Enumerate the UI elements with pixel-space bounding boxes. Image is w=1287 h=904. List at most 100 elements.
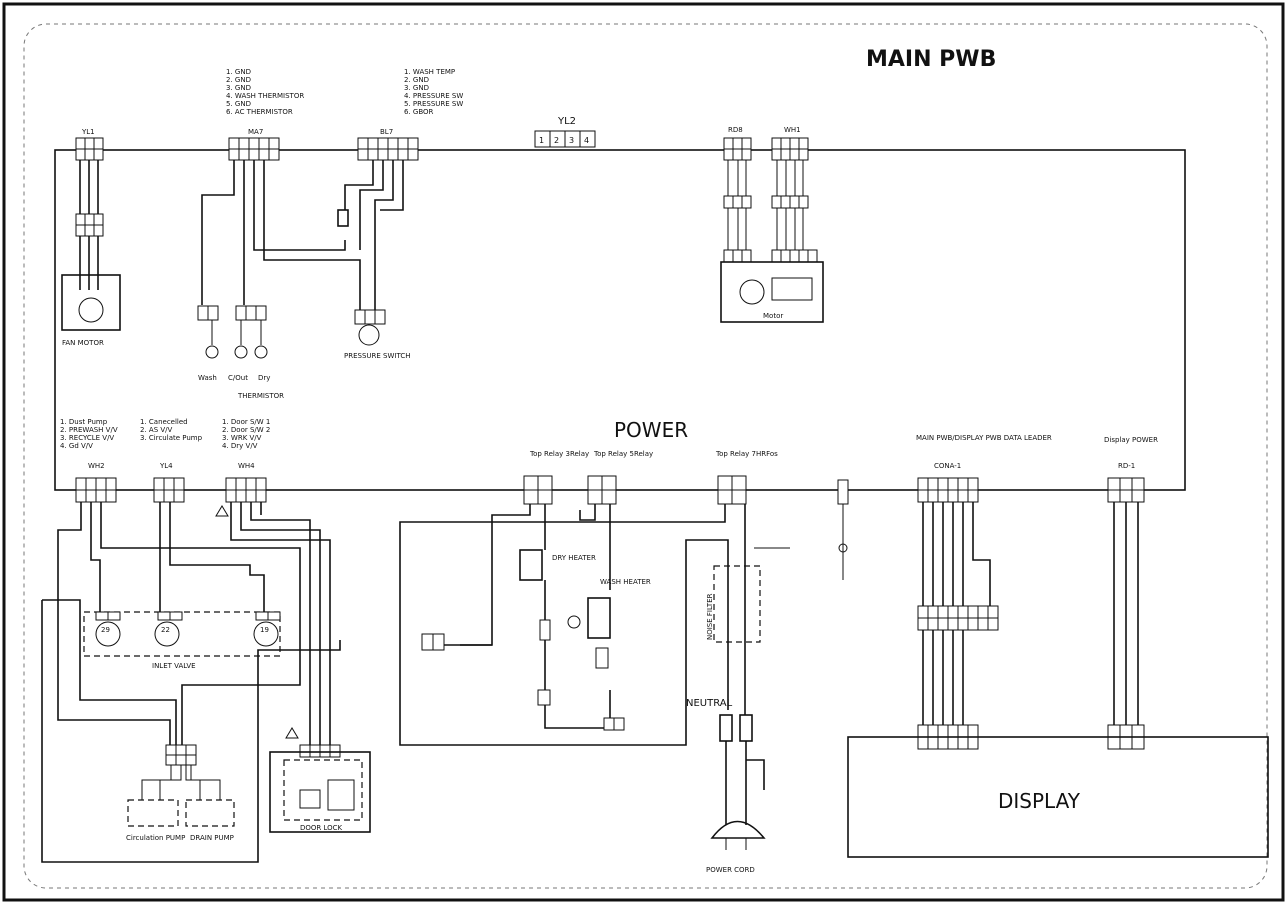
thermal-fuse-icon xyxy=(567,615,581,629)
drain-pump-box xyxy=(185,799,235,827)
connector-yl2: 1 2 3 4 xyxy=(534,130,596,148)
svg-text:1. Canecelled: 1. Canecelled xyxy=(140,418,188,426)
relay-b-connector xyxy=(587,475,617,505)
svg-text:3. GND: 3. GND xyxy=(226,84,251,92)
relay-a-connector xyxy=(523,475,553,505)
svg-text:1. Dust Pump: 1. Dust Pump xyxy=(60,418,108,426)
relay-connector-mid xyxy=(421,633,445,651)
dry-heater-label: DRY HEATER xyxy=(552,554,596,562)
wash-heater-box xyxy=(587,597,611,639)
relay-c-connector xyxy=(717,475,747,505)
inlet-valve-1-icon xyxy=(95,621,121,647)
svg-text:4. WASH THERMISTOR: 4. WASH THERMISTOR xyxy=(226,92,304,100)
warning-icon-2 xyxy=(215,505,229,517)
svg-text:2. PREWASH V/V: 2. PREWASH V/V xyxy=(60,426,118,434)
circulation-pump-box xyxy=(127,799,179,827)
fan-motor-icon xyxy=(78,297,104,323)
fan-connector xyxy=(75,213,104,237)
door-lock-label: DOOR LOCK xyxy=(300,824,343,832)
connector-cona1-label: CONA-1 xyxy=(934,462,961,470)
connector-wh4-label: WH4 xyxy=(238,462,255,470)
pin-legend-wh4: 1. Door S/W 1 2. Door S/W 2 3. WRK V/V 4… xyxy=(222,418,270,450)
pin-legend-ma7: 1. GND 2. GND 3. GND 4. WASH THERMISTOR … xyxy=(226,68,304,116)
connector-bl7-label: BL7 xyxy=(380,128,393,136)
svg-text:5. PRESSURE SW: 5. PRESSURE SW xyxy=(404,100,463,108)
svg-text:3: 3 xyxy=(569,136,574,145)
svg-text:1: 1 xyxy=(539,136,544,145)
display-board xyxy=(847,736,1269,858)
pressure-switch-label: PRESSURE SWITCH xyxy=(344,352,410,360)
svg-text:2. Door S/W 2: 2. Door S/W 2 xyxy=(222,426,270,434)
pressure-switch-icon xyxy=(358,324,380,346)
svg-text:1. GND: 1. GND xyxy=(226,68,251,76)
power-plug-icon xyxy=(710,820,766,839)
inner-dashed-frame xyxy=(23,23,1268,889)
power-cord-label: POWER CORD xyxy=(706,866,755,874)
connector-yl4-label: YL4 xyxy=(159,462,173,470)
pressure-switch-connector xyxy=(354,309,386,325)
connector-wh1-label: WH1 xyxy=(784,126,801,134)
connector-yl1 xyxy=(75,137,104,161)
pump-connector xyxy=(165,744,197,766)
svg-text:6. GBOR: 6. GBOR xyxy=(404,108,434,116)
dry-label: Dry xyxy=(258,374,270,382)
inlet-valve-1-value: 29 xyxy=(101,626,110,634)
main-pwb-board xyxy=(54,149,1186,491)
warning-icon xyxy=(285,727,299,739)
svg-text:5. GND: 5. GND xyxy=(226,100,251,108)
inlet-valve-3-icon xyxy=(253,621,279,647)
dry-heater-box xyxy=(519,549,543,581)
svg-text:3. Circulate Pump: 3. Circulate Pump xyxy=(140,434,203,442)
motor-connectors xyxy=(723,195,818,263)
main-display-label: MAIN PWB/DISPLAY PWB DATA LEADER xyxy=(916,434,1052,442)
noise-filter-label: NOISE FILTER xyxy=(706,593,714,640)
wash-heater-label: WASH HEATER xyxy=(600,578,651,586)
inlet-valve-label: INLET VALVE xyxy=(152,662,196,670)
connector-yl4 xyxy=(153,477,185,503)
svg-text:2: 2 xyxy=(554,136,559,145)
circulation-pump-label: Circulation PUMP xyxy=(126,834,185,842)
main-pwb-title: MAIN PWB xyxy=(866,47,996,72)
power-label: POWER xyxy=(614,418,688,442)
inlet-valve-3-value: 19 xyxy=(260,626,269,634)
motor-label: Motor xyxy=(763,312,783,320)
svg-text:2. GND: 2. GND xyxy=(226,76,251,84)
drain-pump-label: DRAIN PUMP xyxy=(190,834,234,842)
connector-yl2-label: YL2 xyxy=(557,116,576,127)
svg-text:1. WASH TEMP: 1. WASH TEMP xyxy=(404,68,455,76)
wash-thermistor-icon xyxy=(205,345,219,359)
door-lock-outer xyxy=(269,751,371,833)
connector-rd1-label: RD-1 xyxy=(1118,462,1135,470)
wash-label: Wash xyxy=(198,374,217,382)
connector-rd8 xyxy=(723,137,752,161)
thermistor-label: THERMISTOR xyxy=(237,392,284,400)
connector-rd8-label: RD8 xyxy=(728,126,743,134)
connector-wh1 xyxy=(771,137,809,161)
cout-thermistor-icon xyxy=(234,345,248,359)
connector-wh2 xyxy=(75,477,117,503)
svg-text:3. GND: 3. GND xyxy=(404,84,429,92)
svg-text:4: 4 xyxy=(584,136,589,145)
door-lock-connector xyxy=(299,744,341,758)
connector-wh2-label: WH2 xyxy=(88,462,105,470)
relay-a-label: Top Relay 3Relay xyxy=(529,450,589,458)
connector-cona1 xyxy=(917,477,979,503)
svg-text:3. WRK V/V: 3. WRK V/V xyxy=(222,434,262,442)
cona1-display-connector xyxy=(917,724,979,750)
door-lock-box xyxy=(283,759,363,821)
wash-temp-sensor xyxy=(337,209,349,227)
pin-legend-wh2: 1. Dust Pump 2. PREWASH V/V 3. RECYCLE V… xyxy=(60,418,118,450)
dry-thermistor-icon xyxy=(254,345,268,359)
motor-icon xyxy=(739,279,765,305)
cout-label: C/Out xyxy=(228,374,248,382)
display-label: DISPLAY xyxy=(998,789,1081,813)
pin-legend-bl7: 1. WASH TEMP 2. GND 3. GND 4. PRESSURE S… xyxy=(404,68,463,116)
connector-bl7 xyxy=(357,137,419,161)
display-power-label: Display POWER xyxy=(1104,436,1158,444)
svg-text:2. AS V/V: 2. AS V/V xyxy=(140,426,173,434)
fan-motor-label: FAN MOTOR xyxy=(62,339,104,347)
svg-text:2. GND: 2. GND xyxy=(404,76,429,84)
svg-text:1. Door S/W 1: 1. Door S/W 1 xyxy=(222,418,270,426)
